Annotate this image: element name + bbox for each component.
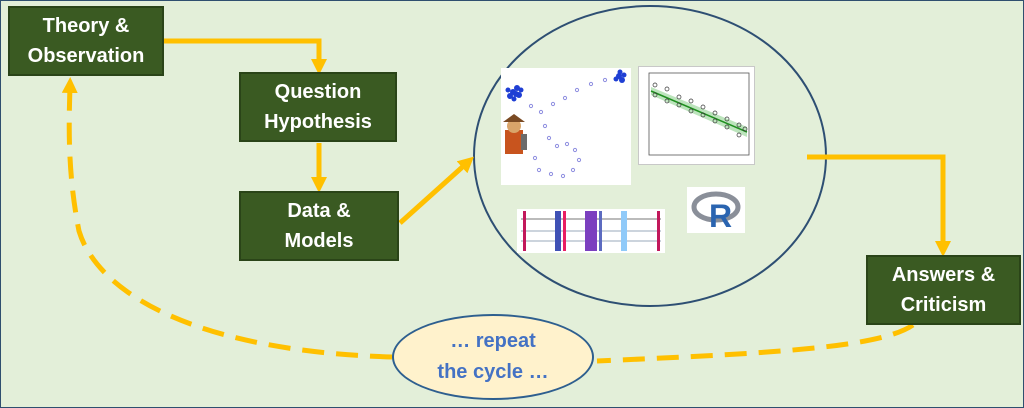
data-line2: Models	[284, 230, 354, 252]
sequence-track	[521, 211, 661, 251]
dashed-arrow-answers-to-repeat	[596, 322, 915, 364]
answers-line1: Answers &	[891, 264, 996, 286]
arrow-theory-to-question	[164, 38, 328, 76]
repeat-line1: … repeat	[450, 330, 536, 352]
answers-criticism-box: Answers & Criticism	[866, 255, 1021, 325]
sequence-track-panel	[517, 209, 665, 253]
r-logo-letter: R	[709, 198, 732, 233]
arrow-data-to-analysis	[398, 156, 474, 225]
dashed-arrow-repeat-to-theory	[61, 77, 393, 360]
scatter-walk-panel	[501, 68, 631, 185]
repeat-cycle-ellipse: … repeat the cycle …	[392, 314, 594, 400]
scatter-walk-plot	[505, 69, 627, 179]
question-hypothesis-box: Question Hypothesis	[239, 72, 397, 142]
r-logo-panel: R	[687, 187, 745, 234]
question-line1: Question	[274, 81, 362, 103]
r-logo: R	[691, 191, 741, 234]
arrow-analysis-to-answers	[807, 154, 952, 258]
theory-observation-box: Theory & Observation	[8, 6, 164, 76]
repeat-line2: the cycle …	[437, 361, 549, 383]
regression-plot	[648, 72, 750, 156]
answers-line2: Criticism	[900, 294, 987, 316]
cartoon-figure	[497, 114, 531, 156]
question-line2: Hypothesis	[264, 111, 372, 133]
theory-line1: Theory &	[42, 15, 130, 37]
theory-line2: Observation	[27, 45, 145, 67]
data-line1: Data &	[287, 200, 351, 222]
data-models-box: Data & Models	[239, 191, 399, 261]
regression-plot-panel	[638, 66, 755, 165]
